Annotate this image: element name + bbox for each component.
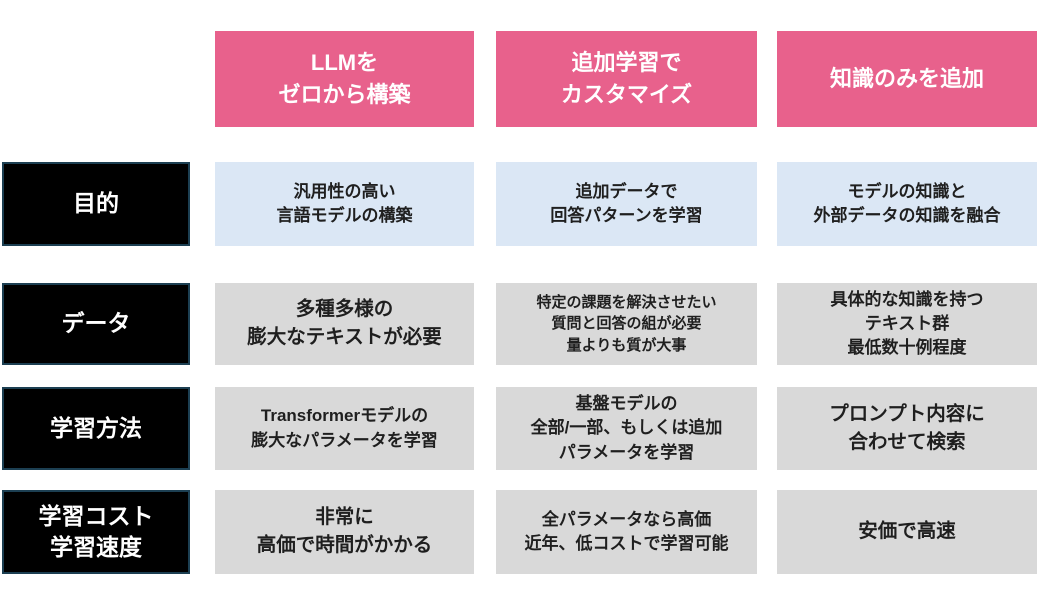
cell-data-finetuning: 特定の課題を解決させたい 質問と回答の組が必要 量よりも質が大事 [496, 283, 757, 365]
column-header-add-knowledge-only: 知識のみを追加 [777, 31, 1037, 127]
cell-data-build-from-zero: 多種多様の 膨大なテキストが必要 [215, 283, 474, 365]
cell-purpose-knowledge-only: モデルの知識と 外部データの知識を融合 [777, 162, 1037, 246]
row-label-training-method: 学習方法 [2, 387, 190, 470]
cell-method-build-from-zero: Transformerモデルの 膨大なパラメータを学習 [215, 387, 474, 470]
cell-cost-knowledge-only: 安価で高速 [777, 490, 1037, 574]
cell-cost-finetuning: 全パラメータなら高価 近年、低コストで学習可能 [496, 490, 757, 574]
cell-method-knowledge-only: プロンプト内容に 合わせて検索 [777, 387, 1037, 470]
cell-purpose-build-from-zero: 汎用性の高い 言語モデルの構築 [215, 162, 474, 246]
column-header-build-llm-from-zero: LLMを ゼロから構築 [215, 31, 474, 127]
column-header-customize-with-finetuning: 追加学習で カスタマイズ [496, 31, 757, 127]
cell-data-knowledge-only: 具体的な知識を持つ テキスト群 最低数十例程度 [777, 283, 1037, 365]
cell-cost-build-from-zero: 非常に 高価で時間がかかる [215, 490, 474, 574]
cell-purpose-finetuning: 追加データで 回答パターンを学習 [496, 162, 757, 246]
row-label-purpose: 目的 [2, 162, 190, 246]
row-label-cost-speed: 学習コスト 学習速度 [2, 490, 190, 574]
cell-method-finetuning: 基盤モデルの 全部/一部、もしくは追加 パラメータを学習 [496, 387, 757, 470]
row-label-data: データ [2, 283, 190, 365]
